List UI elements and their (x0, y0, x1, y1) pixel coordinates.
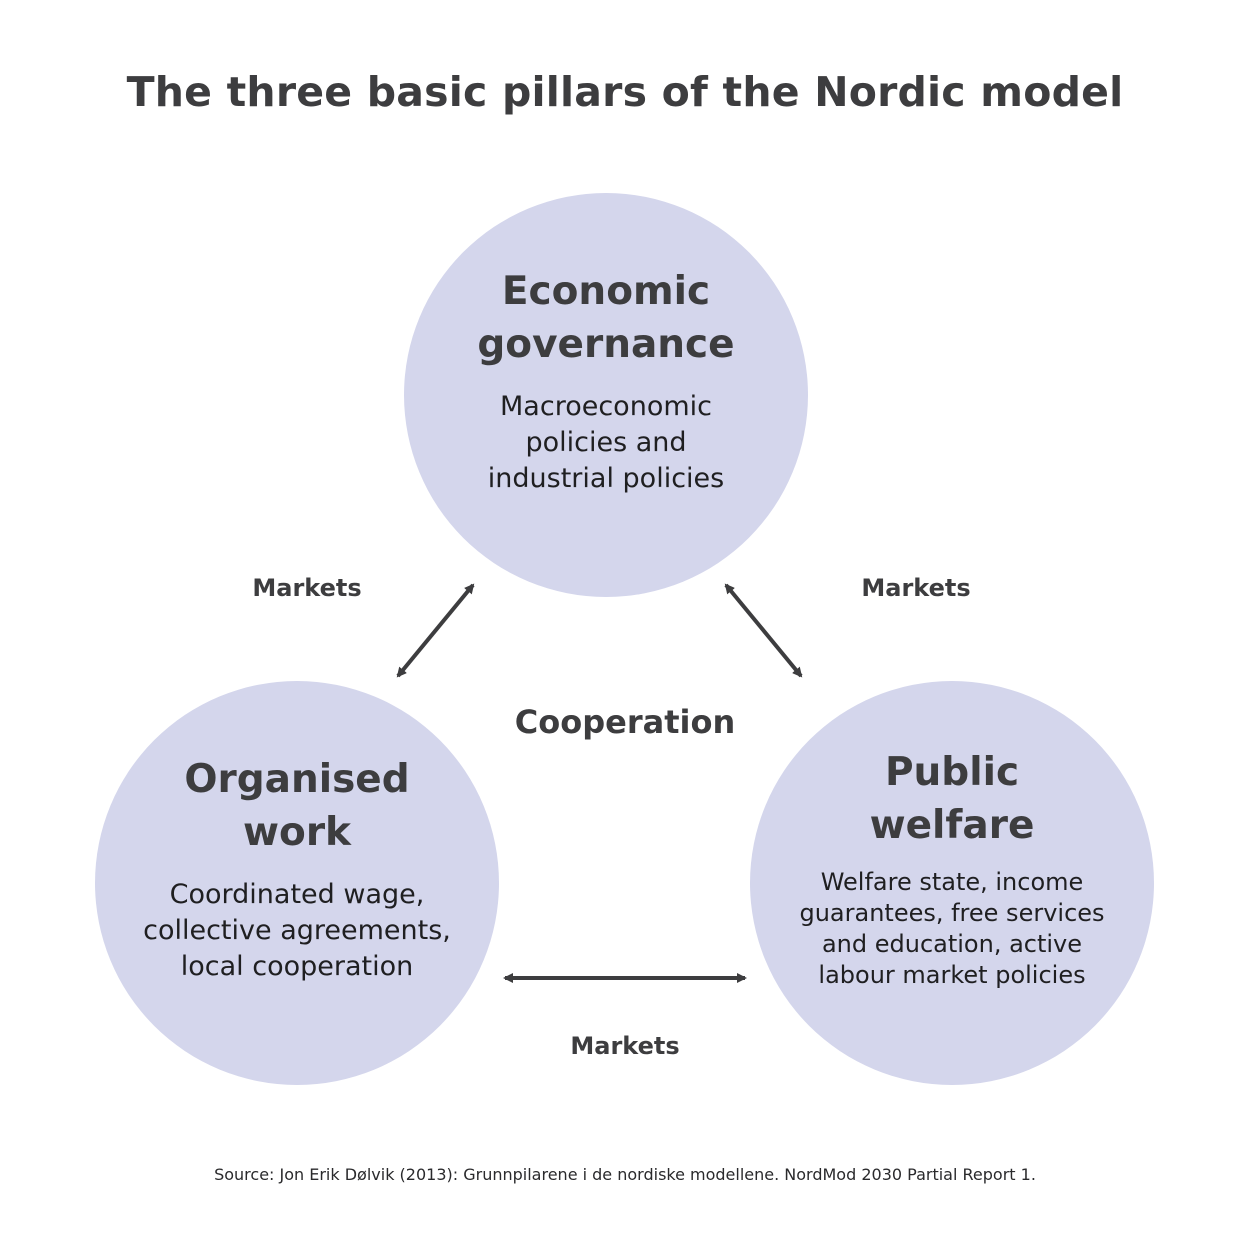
pillar-heading: Public welfare (869, 750, 1035, 848)
page-title: The three basic pillars of the Nordic mo… (126, 68, 1124, 116)
pillar-description: Welfare state, income guarantees, free s… (799, 868, 1105, 989)
markets-label-left: Markets (252, 574, 362, 602)
pillar-description: Macroeconomic policies and industrial po… (487, 391, 725, 494)
pillar-heading: Organised work (184, 757, 410, 855)
pillar-heading: Economic governance (477, 269, 735, 367)
pillar-public-welfare: Public welfare Welfare state, income gua… (750, 681, 1154, 1085)
source-note: Source: Jon Erik Dølvik (2013): Grunnpil… (214, 1165, 1036, 1184)
pillar-description: Coordinated wage, collective agreements,… (143, 879, 451, 982)
markets-label-right: Markets (861, 574, 971, 602)
arrow-left-link (396, 583, 475, 678)
pillar-organised-work: Organised work Coordinated wage, collect… (95, 681, 499, 1085)
pillar-economic-governance: Economic governance Macroeconomic polici… (404, 193, 808, 597)
markets-label-bottom: Markets (570, 1032, 680, 1060)
arrow-right-link (724, 583, 803, 678)
cooperation-label: Cooperation (514, 703, 736, 741)
